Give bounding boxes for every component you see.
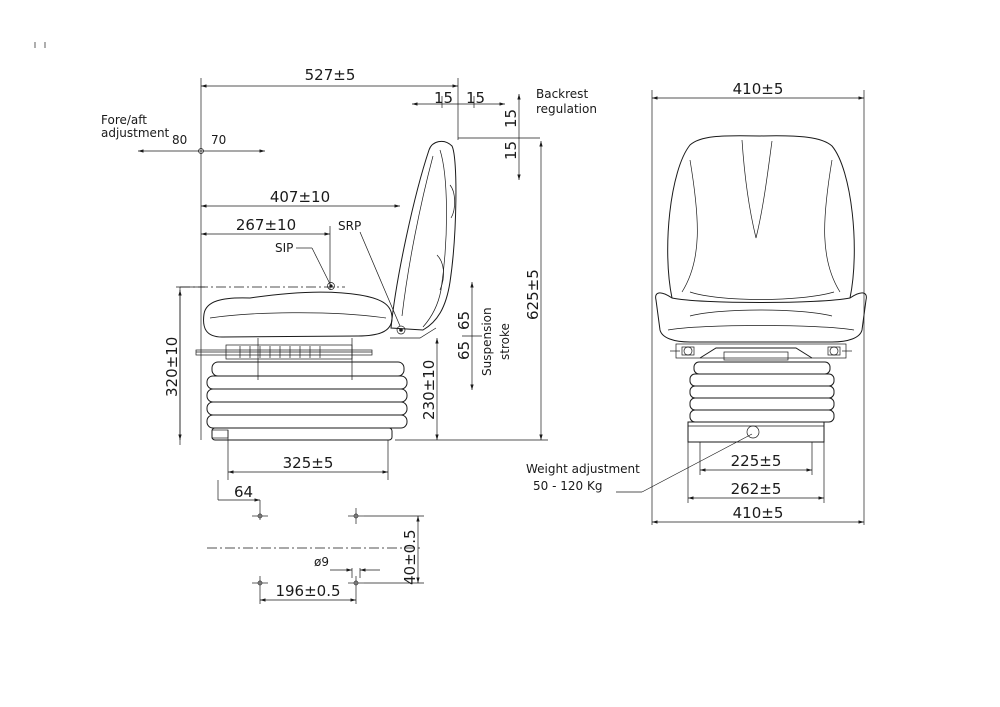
- dim-40-label: 40±0.5: [401, 529, 419, 585]
- seat-cushion-side: [176, 286, 437, 445]
- backrest-15-b: 15: [466, 89, 485, 107]
- dim-overall-depth: 527±5: [200, 66, 459, 440]
- weight-label: Weight adjustment: [526, 462, 640, 476]
- backrest-15-c: 15: [502, 109, 520, 128]
- dim-225: 225±5: [699, 442, 813, 475]
- dim-225-label: 225±5: [731, 452, 782, 470]
- sip-label: SIP: [275, 241, 293, 255]
- suspension-up: 65: [455, 311, 473, 330]
- suspension-down: 65: [455, 341, 473, 360]
- dim-320: 320±10: [163, 290, 182, 440]
- fore-aft-label-2: adjustment: [101, 126, 170, 140]
- fore-aft-back: 80: [172, 133, 187, 147]
- slide-rails-side: [195, 338, 373, 380]
- dim-625-label: 625±5: [524, 269, 542, 320]
- front-view: 410±5: [526, 80, 867, 525]
- backrest-side: [390, 140, 457, 335]
- suspension-label-2: stroke: [498, 323, 512, 360]
- backrest-front: [667, 135, 855, 300]
- dim-262-label: 262±5: [731, 480, 782, 498]
- dim-320-label: 320±10: [163, 337, 181, 397]
- rails-front: [670, 343, 852, 361]
- dim-196-label: 196±0.5: [275, 582, 340, 600]
- fore-aft-adjustment: Fore/aft adjustment 80 70: [101, 113, 265, 154]
- fore-aft-label-1: Fore/aft: [101, 113, 147, 127]
- backrest-label-1: Backrest: [536, 87, 588, 101]
- backrest-label-2: regulation: [536, 102, 597, 116]
- dim-410-bottom-label: 410±5: [733, 504, 784, 522]
- suspension-stroke: 65 65 Suspension stroke: [455, 282, 512, 390]
- dim-325: 325±5: [227, 430, 389, 480]
- bellows-front: [689, 361, 835, 423]
- fore-aft-front: 70: [211, 133, 226, 147]
- dim-267-label: 267±10: [236, 216, 296, 234]
- corner-marks: [34, 42, 46, 48]
- weight-range: 50 - 120 Kg: [533, 479, 602, 493]
- dim-410-top-label: 410±5: [733, 80, 784, 98]
- weight-adjustment: Weight adjustment 50 - 120 Kg: [526, 433, 753, 493]
- backrest-regulation: 15 15 15 15 Backrest regulation: [412, 87, 597, 180]
- side-view: 527±5 Fore/aft adjustment 80 70 15 15 15…: [101, 66, 597, 604]
- hole-diameter-label: ø9: [314, 555, 329, 569]
- dim-625: 625±5: [395, 141, 548, 441]
- dim-325-label: 325±5: [283, 454, 334, 472]
- dim-410-top: 410±5: [651, 80, 865, 525]
- overall-depth-label: 527±5: [305, 66, 356, 84]
- dim-267: 267±10 SRP SIP: [180, 216, 401, 327]
- base-front: [687, 421, 825, 443]
- mounting-pattern: 64 ø9 40±0.5 19: [207, 480, 424, 604]
- suspension-label-1: Suspension: [480, 307, 494, 376]
- rail-notches: [239, 346, 321, 358]
- dim-410-bottom: 410±5: [652, 504, 864, 524]
- backrest-15-a: 15: [434, 89, 453, 107]
- bellows-side: [206, 361, 408, 441]
- dim-230: 230±10: [420, 338, 439, 440]
- seat-cushion-front: [655, 292, 867, 343]
- backrest-15-d: 15: [502, 141, 520, 160]
- srp-label: SRP: [338, 219, 361, 233]
- dim-230-label: 230±10: [420, 360, 438, 420]
- dim-407: 407±10: [201, 188, 400, 208]
- dim-262: 262±5: [687, 442, 825, 503]
- dim-407-label: 407±10: [270, 188, 330, 206]
- dim-64-label: 64: [234, 483, 253, 501]
